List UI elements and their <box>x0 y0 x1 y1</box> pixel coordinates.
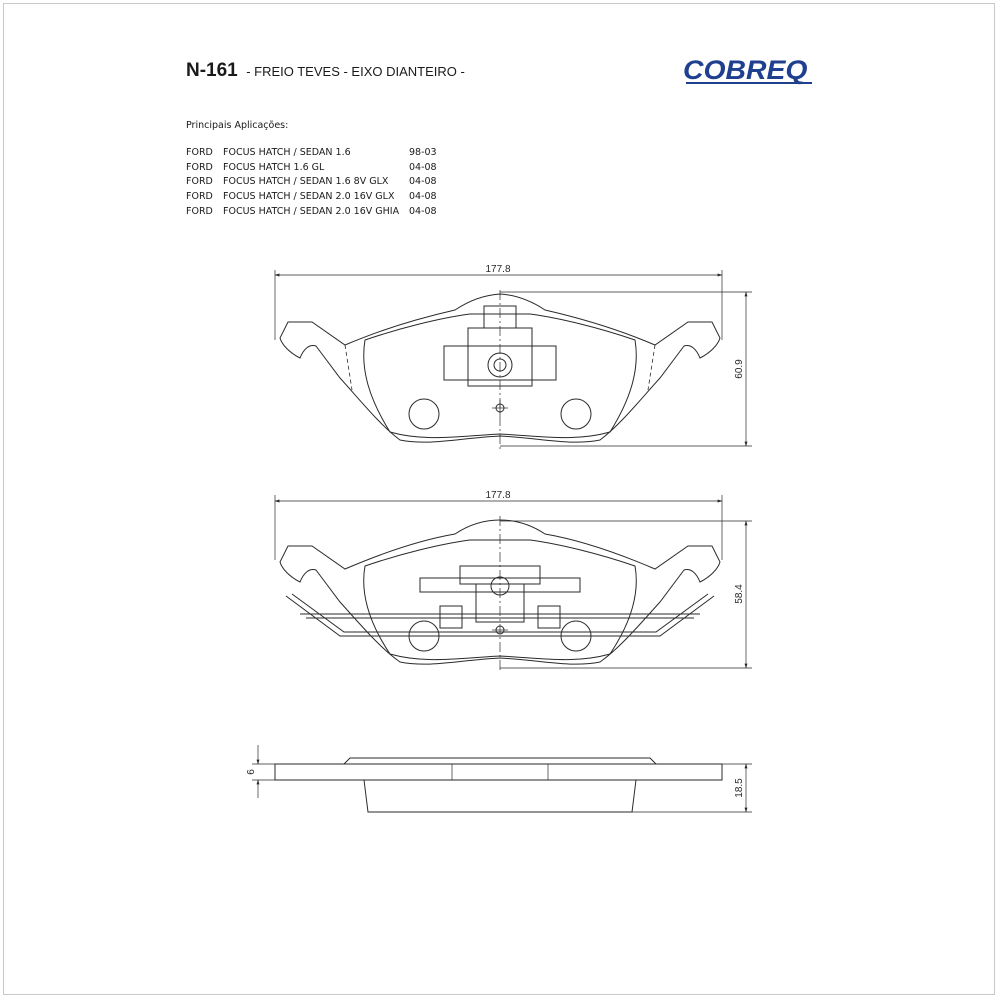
vehicle-make: FORD <box>186 176 213 188</box>
width-dimension-label: 177.8 <box>485 490 510 501</box>
mounting-hole <box>408 398 440 430</box>
page-frame <box>3 3 995 995</box>
vehicle-make: FORD <box>186 191 213 203</box>
vehicle-model: FOCUS HATCH / SEDAN 2.0 16V GHIA <box>223 205 400 217</box>
vehicle-years: 04-08 <box>409 161 437 173</box>
mounting-hole <box>560 398 592 430</box>
clip-tab-right <box>537 605 561 629</box>
width-dimension-label: 177.8 <box>485 264 510 275</box>
list-item: FORD FOCUS HATCH 1.6 GL 04-08 <box>186 161 437 176</box>
list-item: FORD FOCUS HATCH / SEDAN 2.0 16V GHIA 04-0… <box>186 205 437 220</box>
friction-material-outline <box>363 313 637 439</box>
vehicle-make: FORD <box>186 147 213 158</box>
vehicle-make: FORD <box>186 161 213 173</box>
vehicle-make: FORD <box>186 205 213 217</box>
hidden-line <box>344 344 353 391</box>
hidden-line <box>647 344 656 391</box>
pad-front-view: 177.8 60.9 <box>274 264 752 450</box>
friction-material-outline <box>363 539 637 661</box>
total-thickness-label: 18.5 <box>734 778 745 798</box>
spring-wire <box>285 595 715 637</box>
product-code: N-161 <box>186 60 238 81</box>
vehicle-years: 04-08 <box>409 176 437 188</box>
vehicle-years: 04-08 <box>409 205 437 217</box>
pad-back-view: 177.8 58.4 <box>274 490 752 672</box>
vehicle-model: FOCUS HATCH / SEDAN 1.6 8V GLX <box>223 176 389 188</box>
height-dimension-label: 58.4 <box>734 584 745 604</box>
side-friction-block <box>363 779 637 813</box>
backplate-outline <box>279 519 721 665</box>
list-item: FORD FOCUS HATCH / SEDAN 1.6 8V GLX 04-08 <box>186 175 437 190</box>
brand-logo-underline <box>686 82 812 84</box>
list-item: FORD FOCUS HATCH / SEDAN 2.0 16V GLX 04-08 <box>186 190 437 205</box>
vehicle-years: 04-08 <box>409 191 437 203</box>
product-title: - FREIO TEVES - EIXO DIANTEIRO - <box>246 64 465 79</box>
mounting-hole <box>560 620 592 652</box>
list-item: FORD FOCUS HATCH / SEDAN 1.6 98-03 <box>186 146 437 161</box>
height-dimension-label: 60.9 <box>734 359 745 379</box>
brand-logo: COBREQ <box>683 55 808 85</box>
applications-list: FORD FOCUS HATCH / SEDAN 1.6 98-03 FORD FOC… <box>186 146 437 219</box>
clip-tab-left <box>439 605 463 629</box>
backplate-thickness-label: 6 <box>246 769 257 775</box>
backplate-outline <box>279 293 721 443</box>
vehicle-years: 98-03 <box>409 147 437 158</box>
vehicle-model: FOCUS HATCH / SEDAN 2.0 16V GLX <box>223 191 395 203</box>
vehicle-model: FOCUS HATCH / SEDAN 1.6 <box>223 147 351 158</box>
product-header: N-161 - FREIO TEVES - EIXO DIANTEIRO - <box>186 60 465 82</box>
side-top-edge <box>343 757 657 765</box>
applications-heading: Principais Aplicações: <box>186 120 289 131</box>
side-backplate <box>274 763 723 781</box>
pad-side-view: 6 18.5 <box>246 745 752 813</box>
vehicle-model: FOCUS HATCH 1.6 GL <box>223 161 325 173</box>
mounting-hole <box>408 620 440 652</box>
